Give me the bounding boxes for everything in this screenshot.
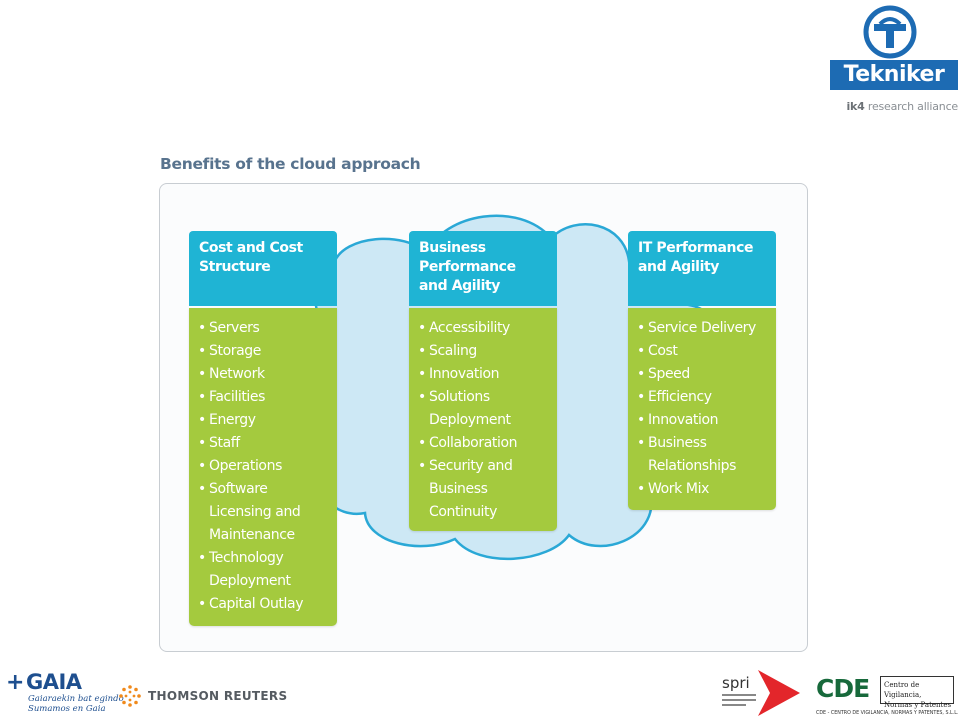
list-item: Security and Business Continuity: [418, 455, 553, 524]
gaia-tagline: Gaiaraekin bat egindo Sumamos en Gaia: [28, 694, 124, 714]
list-item: Software Licensing and Maintenance: [198, 478, 333, 547]
cde-name-box: Centro de Vigilancia, Normas y Patentes: [880, 676, 954, 709]
list-item: Service Delivery: [637, 317, 772, 340]
list-item: Network: [198, 363, 333, 386]
list-item: Accessibility: [418, 317, 553, 340]
list-item: Efficiency: [637, 386, 772, 409]
tekniker-emblem-icon: [863, 5, 917, 59]
list-item: Innovation: [418, 363, 553, 386]
list-item: Business Relationships: [637, 432, 772, 478]
column-list-business: Accessibility Scaling Innovation Solutio…: [409, 308, 557, 531]
list-item: Technology Deployment: [198, 547, 333, 593]
column-heading-it: IT Performance and Agility: [628, 231, 776, 306]
column-list-cost: Servers Storage Network Facilities Energ…: [189, 308, 337, 626]
plus-icon: +: [6, 670, 25, 695]
list-item: Speed: [637, 363, 772, 386]
list-item: Innovation: [637, 409, 772, 432]
list-item: Servers: [198, 317, 333, 340]
figure-title: Benefits of the cloud approach: [160, 155, 421, 173]
list-item: Operations: [198, 455, 333, 478]
spri-logo: spri: [718, 668, 808, 718]
column-heading-business: Business Performance and Agility: [409, 231, 557, 306]
list-item: Work Mix: [637, 478, 772, 501]
spri-arrow-icon: [758, 670, 800, 716]
gaia-logo: + GAIA Gaiaraekin bat egindo Sumamos en …: [6, 670, 124, 714]
column-heading-cost: Cost and Cost Structure: [189, 231, 337, 306]
thomson-reuters-dots-icon: [119, 685, 141, 707]
list-item: Staff: [198, 432, 333, 455]
list-item: Scaling: [418, 340, 553, 363]
cde-logo: CDE Centro de Vigilancia, Normas y Paten…: [816, 674, 959, 716]
list-item: Storage: [198, 340, 333, 363]
tekniker-logo: Tekniker ik4 research alliance: [828, 2, 960, 120]
list-item: Collaboration: [418, 432, 553, 455]
list-item: Energy: [198, 409, 333, 432]
column-list-it: Service Delivery Cost Speed Efficiency I…: [628, 308, 776, 510]
list-item: Facilities: [198, 386, 333, 409]
list-item: Capital Outlay: [198, 593, 333, 616]
list-item: Solutions Deployment: [418, 386, 553, 432]
tekniker-tagline: ik4 research alliance: [846, 100, 958, 113]
tekniker-wordmark: Tekniker: [830, 60, 958, 90]
list-item: Cost: [637, 340, 772, 363]
